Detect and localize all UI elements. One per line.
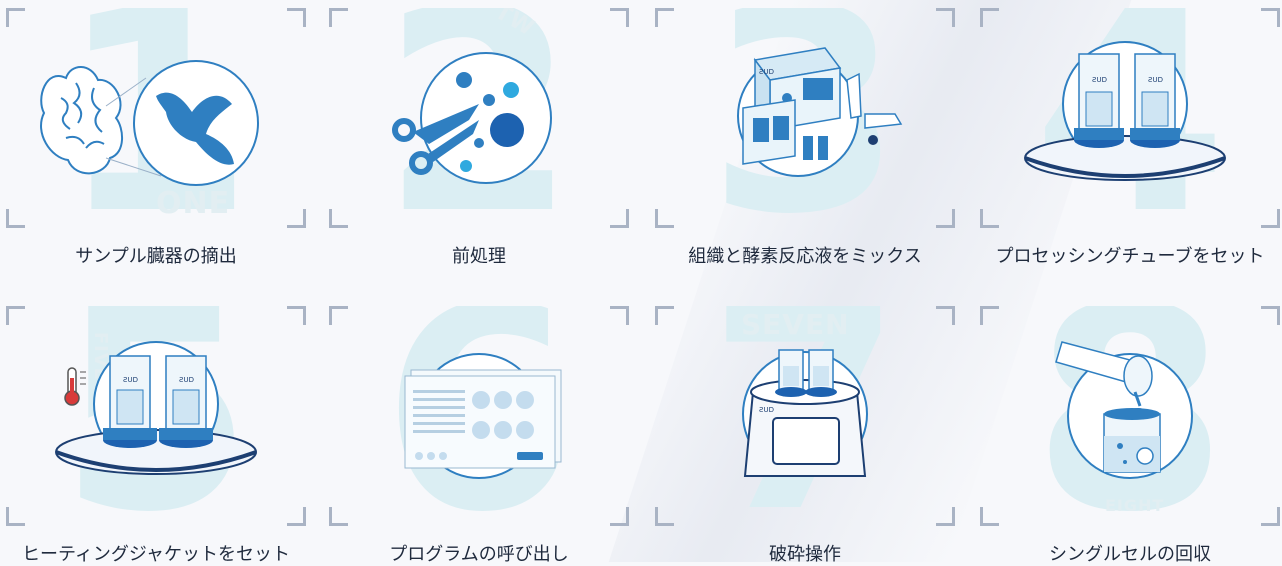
- corner-bracket: [610, 209, 629, 228]
- corner-bracket: [329, 8, 348, 27]
- scissors-icon: [392, 52, 552, 184]
- corner-bracket: [287, 507, 306, 526]
- step-caption: 組織と酵素反応液をミックス: [688, 246, 922, 267]
- corner-bracket: [936, 209, 955, 228]
- brand-label: ƧUD: [179, 376, 194, 384]
- corner-bracket: [287, 8, 306, 27]
- corner-bracket: [1261, 507, 1280, 526]
- brand-label: ƧUD: [759, 68, 774, 76]
- reagent-box-icon: ƧUD: [737, 47, 903, 177]
- corner-bracket: [936, 306, 955, 325]
- tube-stand-icon: ƧUD ƧUD: [1024, 41, 1226, 181]
- corner-bracket: [655, 507, 674, 526]
- corner-bracket: [6, 8, 25, 27]
- corner-bracket: [655, 8, 674, 27]
- dissociator-device-icon: ƧUD: [742, 349, 868, 477]
- step-8-panel: 8 EIGHT: [980, 306, 1280, 526]
- step-3-panel: 3 ƧUD: [655, 8, 955, 228]
- tube-left: ƧUD: [1074, 53, 1124, 148]
- corner-bracket: [655, 209, 674, 228]
- brand-label: ƧUD: [1148, 76, 1163, 84]
- step-caption: サンプル臓器の摘出: [75, 246, 237, 267]
- brain-tissue-icon: [40, 60, 259, 186]
- corner-bracket: [610, 8, 629, 27]
- corner-bracket: [329, 209, 348, 228]
- corner-bracket: [1261, 306, 1280, 325]
- pour-tube-icon: [1055, 341, 1193, 479]
- corner-bracket: [980, 8, 999, 27]
- corner-bracket: [655, 306, 674, 325]
- step-caption: シングルセルの回収: [1049, 544, 1211, 565]
- step-caption: 破砕操作: [769, 544, 841, 565]
- corner-bracket: [610, 306, 629, 325]
- corner-bracket: [6, 507, 25, 526]
- brand-label: ƧUD: [123, 376, 138, 384]
- step-caption: プロセッシングチューブをセット: [995, 246, 1265, 267]
- tube-right: ƧUD: [1130, 53, 1180, 148]
- corner-bracket: [980, 306, 999, 325]
- step-5-panel: 5 FIVE ƧUD ƧUD: [6, 306, 306, 526]
- step-4-panel: 4 ƧUD ƧUD: [980, 8, 1280, 228]
- step-caption: 前処理: [452, 246, 506, 267]
- corner-bracket: [980, 209, 999, 228]
- program-screen-icon: [404, 353, 562, 479]
- step-1-panel: 1 ONE: [6, 8, 306, 228]
- thermometer-icon: ƧUD ƧUD: [55, 341, 257, 475]
- step-6-panel: 6: [329, 306, 629, 526]
- corner-bracket: [1261, 209, 1280, 228]
- corner-bracket: [980, 507, 999, 526]
- step-2-panel: 2 TW: [329, 8, 629, 228]
- corner-bracket: [610, 507, 629, 526]
- corner-bracket: [6, 209, 25, 228]
- corner-bracket: [936, 8, 955, 27]
- corner-bracket: [287, 209, 306, 228]
- brand-label: ƧUD: [759, 406, 774, 414]
- step-caption: プログラムの呼び出し: [389, 544, 569, 565]
- corner-bracket: [329, 306, 348, 325]
- corner-bracket: [6, 306, 25, 325]
- brand-label: ƧUD: [1092, 76, 1107, 84]
- corner-bracket: [329, 507, 348, 526]
- step-7-panel: 7 SEVEN ƧUD: [655, 306, 955, 526]
- corner-bracket: [1261, 8, 1280, 27]
- corner-bracket: [936, 507, 955, 526]
- step-caption: ヒーティングジャケットをセット: [21, 544, 291, 565]
- corner-bracket: [287, 306, 306, 325]
